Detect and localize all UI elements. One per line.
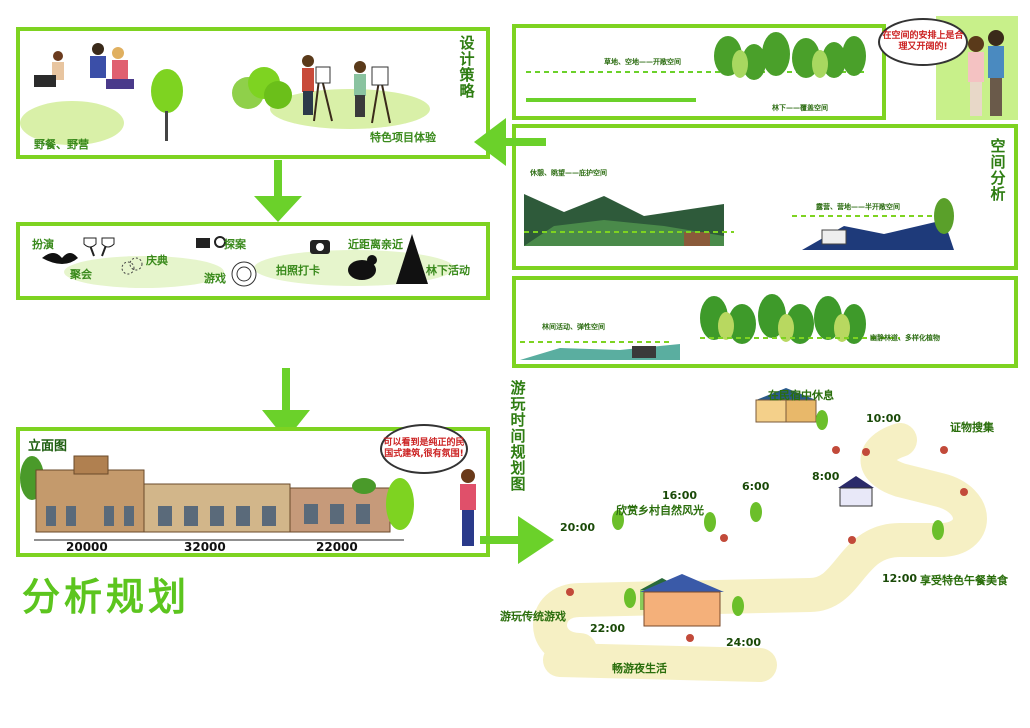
space-analysis-title: 空间分析	[990, 137, 1006, 203]
arrow-down-icon-2	[262, 368, 310, 440]
elevation-title: 立面图	[28, 439, 68, 454]
couple-illustration	[968, 30, 1004, 116]
arrow-right-icon	[480, 516, 554, 564]
time-2000: 20:00	[560, 521, 596, 534]
event-evidence: 证物搜集	[950, 421, 994, 434]
event-rest: 在民宿中休息	[768, 389, 834, 402]
open-space-label: 草地、空地——开敞空间	[604, 58, 681, 66]
under-forest-label: 林下——覆盖空间	[772, 104, 828, 112]
rest-space-label: 休憩、眺望——庇护空间	[530, 169, 607, 177]
close-label: 近距离亲近	[348, 238, 403, 251]
space-speech-bubble: 在空间的安排上是合理又开阔的!	[878, 18, 968, 66]
path-space-label: 幽静林道、多样化植物	[870, 334, 940, 342]
analysis-title: 分析规划	[22, 575, 191, 619]
experience-label: 特色项目体验	[370, 131, 436, 144]
time-600: 6:00	[742, 480, 770, 493]
time-1000: 10:00	[866, 412, 902, 425]
elevation-speech-bubble: 可以看到是纯正的民国式建筑,很有氛围!	[380, 424, 468, 474]
camping-space-label: 露营、营地——半开敞空间	[816, 203, 900, 211]
picnic-label: 野餐、野营	[34, 138, 89, 151]
event-lunch: 享受特色午餐美食	[920, 574, 1008, 587]
timeline-path	[533, 388, 987, 682]
elevation-building	[20, 455, 414, 541]
space-1-illustration	[526, 32, 868, 102]
time-2200: 22:00	[590, 622, 626, 635]
time-1600: 16:00	[662, 489, 698, 502]
time-1200: 12:00	[882, 572, 918, 585]
time-2400: 24:00	[726, 636, 762, 649]
event-scenery: 欣赏乡村自然风光	[616, 504, 704, 517]
arrow-down-icon	[254, 160, 302, 222]
event-night: 畅游夜生活	[612, 662, 667, 675]
design-strategy-title: 设计策略	[459, 34, 475, 100]
dim-3: 22000	[316, 540, 358, 554]
time-800: 8:00	[812, 470, 840, 483]
arrow-left-icon	[474, 118, 546, 166]
space-2-illustration	[524, 194, 954, 250]
photo-label: 拍照打卡	[276, 264, 320, 277]
celebration-label: 庆典	[146, 254, 168, 267]
flexible-space-label: 林间活动、弹性空间	[542, 323, 605, 331]
activities-illustration	[42, 234, 454, 288]
strategy-illustration	[20, 43, 430, 145]
cosplay-label: 扮演	[32, 238, 54, 251]
event-traditional: 游玩传统游戏	[500, 610, 566, 623]
person-with-clipboard	[460, 469, 476, 546]
party-label: 聚会	[70, 268, 92, 281]
dim-2: 32000	[184, 540, 226, 554]
forest-activity-label: 林下活动	[426, 264, 470, 277]
explore-label: 探案	[224, 238, 246, 251]
space-3-illustration	[520, 294, 900, 360]
timeline-title: 游玩时间规划图	[510, 379, 526, 493]
dim-1: 20000	[66, 540, 108, 554]
game-label: 游戏	[204, 272, 226, 285]
